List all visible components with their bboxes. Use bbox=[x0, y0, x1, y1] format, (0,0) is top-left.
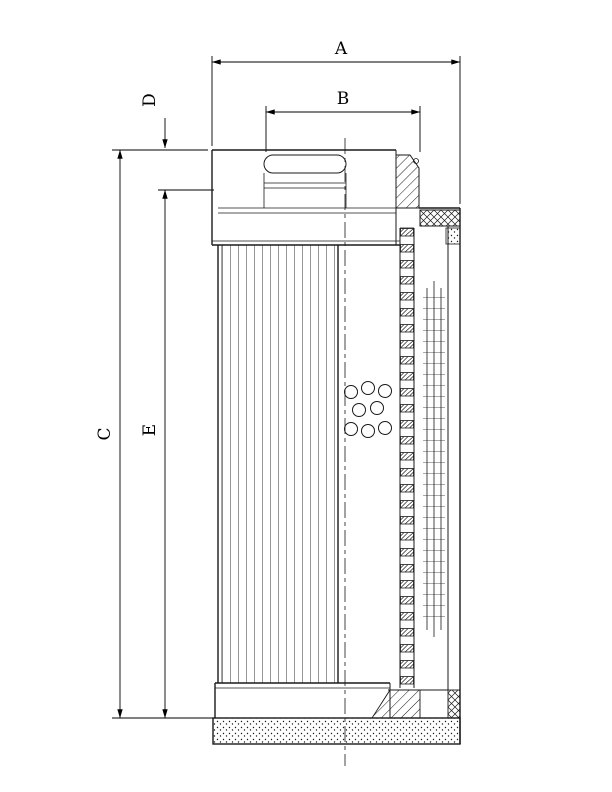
bypass-holes bbox=[344, 381, 392, 438]
dimension-e-label: E bbox=[140, 424, 160, 436]
bottom-end-cap bbox=[214, 682, 461, 719]
end-cap-adhesive-section bbox=[371, 689, 421, 719]
dimension-b-label: B bbox=[337, 89, 350, 109]
top-end-cap bbox=[211, 149, 419, 246]
dimension-a: A bbox=[211, 39, 461, 204]
dimension-d-label: D bbox=[140, 93, 160, 107]
flange-gasket bbox=[419, 209, 461, 227]
mounting-flange bbox=[395, 154, 461, 245]
shell-bottom-rim-section bbox=[447, 689, 461, 719]
dimension-d: D bbox=[140, 93, 214, 191]
dimension-c-label: C bbox=[95, 427, 115, 440]
perforated-core bbox=[399, 227, 415, 688]
dimension-e: E bbox=[140, 189, 168, 719]
dimension-b: B bbox=[265, 89, 421, 152]
bottom-plate bbox=[212, 717, 461, 745]
filter-pleats bbox=[217, 245, 339, 684]
wire-mesh-screen bbox=[423, 281, 445, 637]
dimension-c: C bbox=[95, 149, 213, 719]
port-slot bbox=[263, 154, 347, 174]
dimension-a-label: A bbox=[334, 39, 348, 59]
